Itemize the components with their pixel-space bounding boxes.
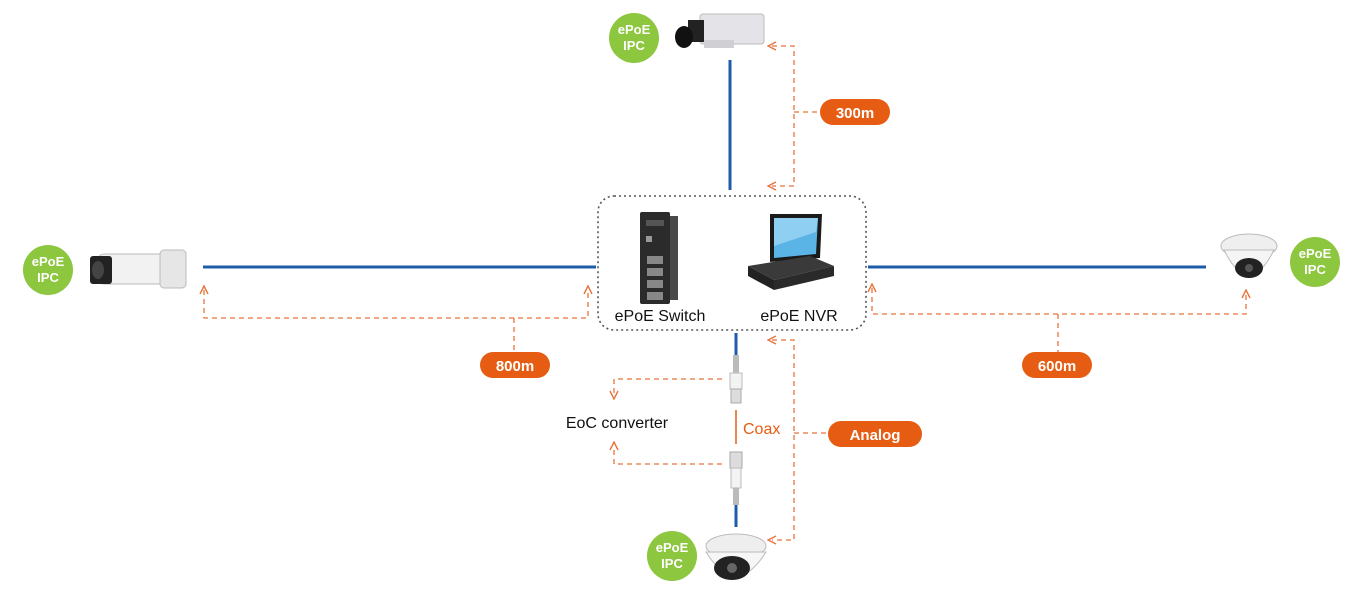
eoc-converter-lower-icon: [729, 451, 743, 505]
distance-pill-top: 300m: [820, 99, 890, 125]
switch-label: ePoE Switch: [615, 308, 706, 325]
dashed-eoc-lower: [614, 446, 722, 465]
nvr-monitor-icon: [748, 214, 834, 290]
eyeball-camera-icon: [705, 533, 767, 580]
coax-label: Coax: [743, 421, 780, 438]
badge-top: ePoE IPC: [609, 13, 659, 63]
badge-bottom-line2: IPC: [661, 556, 683, 571]
distance-pill-left: 800m: [480, 352, 550, 378]
badge-left: ePoE IPC: [23, 245, 73, 295]
badge-right-line1: ePoE: [1299, 246, 1332, 261]
dashed-eoc-upper: [614, 378, 722, 395]
distance-pill-bottom: Analog: [828, 421, 922, 447]
dashed-path-right: [872, 288, 1246, 315]
distance-bottom-label: Analog: [850, 427, 901, 444]
distance-pill-right: 600m: [1022, 352, 1092, 378]
badge-bottom-line1: ePoE: [656, 540, 689, 555]
dome-camera-icon: [1220, 233, 1278, 278]
hub-frame: [597, 195, 867, 331]
eoc-converter-upper-icon: [729, 355, 743, 404]
network-switch-icon: [640, 212, 678, 304]
distance-top-label: 300m: [836, 105, 874, 122]
distance-right-label: 600m: [1038, 358, 1076, 375]
dashed-path-left: [204, 290, 588, 319]
badge-right-line2: IPC: [1304, 262, 1326, 277]
distance-left-label: 800m: [496, 358, 534, 375]
badge-top-line1: ePoE: [618, 22, 651, 37]
box-camera-icon: [675, 13, 765, 48]
badge-top-line2: IPC: [623, 38, 645, 53]
eoc-converter-label: EoC converter: [566, 415, 669, 432]
dashed-path-top: [772, 46, 795, 186]
badge-right: ePoE IPC: [1290, 237, 1340, 287]
bullet-camera-icon: [90, 249, 187, 289]
badge-left-line1: ePoE: [32, 254, 65, 269]
badge-left-line2: IPC: [37, 270, 59, 285]
nvr-label: ePoE NVR: [760, 308, 837, 325]
dashed-path-bottom: [772, 340, 795, 540]
badge-bottom: ePoE IPC: [647, 531, 697, 581]
